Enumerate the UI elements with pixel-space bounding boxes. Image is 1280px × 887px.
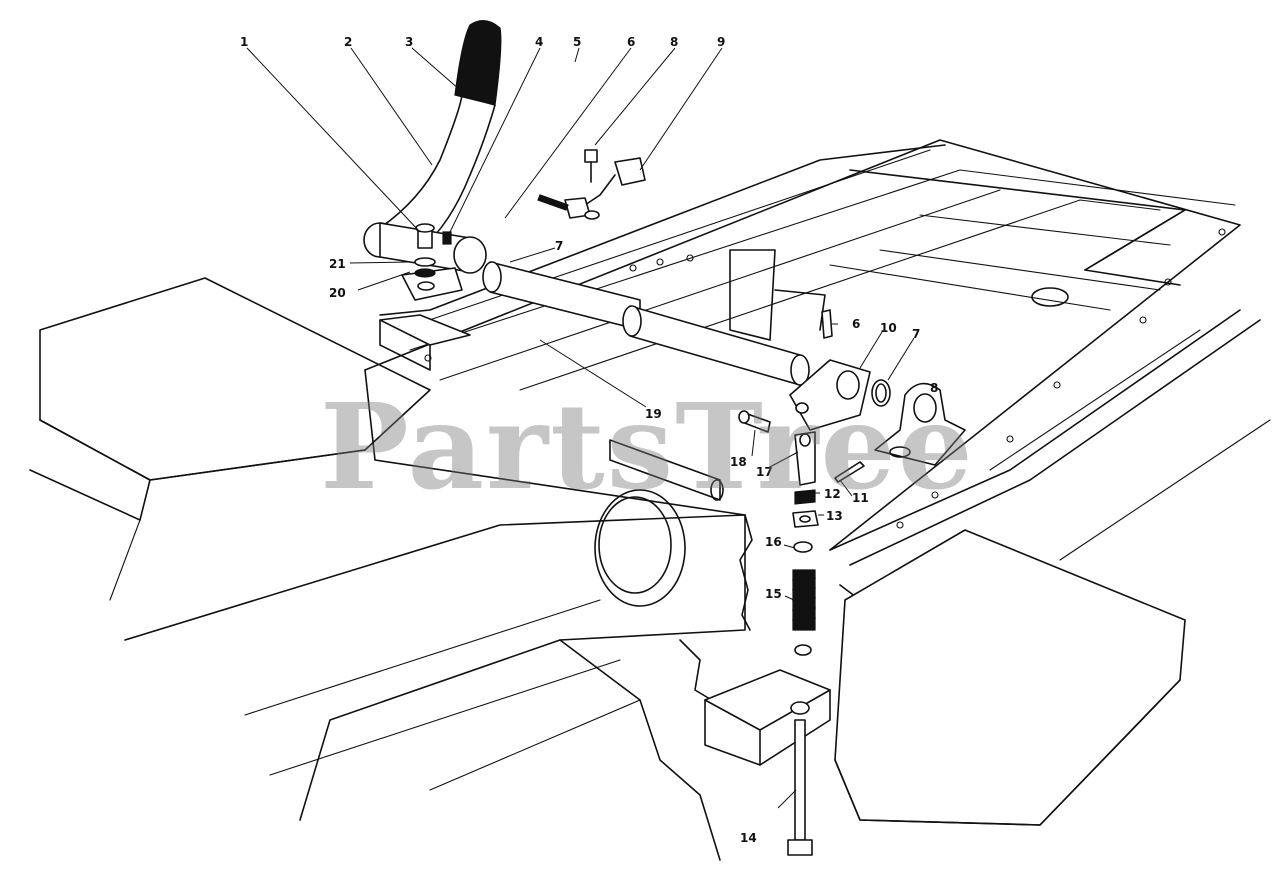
callout-11: 11: [852, 491, 869, 505]
callout-14: 14: [740, 831, 757, 845]
callout-17: 17: [756, 465, 773, 479]
callout-4: 4: [535, 35, 543, 49]
callout-21: 21: [329, 257, 346, 271]
frame-holes: [424, 228, 1226, 529]
callout-19: 19: [645, 407, 662, 421]
callout-10: 10: [880, 321, 897, 335]
callout-6a: 6: [627, 35, 635, 49]
leader-lines: [246, 47, 915, 809]
callout-20: 20: [329, 286, 346, 300]
callout-13: 13: [826, 509, 843, 523]
callout-1: 1: [240, 35, 248, 49]
callout-3: 3: [405, 35, 413, 49]
lever-grip: [454, 20, 502, 106]
callout-8a: 8: [670, 35, 678, 49]
callout-2: 2: [344, 35, 352, 49]
deck-frame: [29, 139, 1271, 861]
callout-18: 18: [730, 455, 747, 469]
callout-12: 12: [824, 487, 841, 501]
callout-5: 5: [573, 35, 581, 49]
lever-assembly: [363, 20, 502, 301]
callout-15: 15: [765, 587, 782, 601]
callout-9: 9: [717, 35, 725, 49]
pivot-assembly: [789, 309, 966, 466]
callout-8b: 8: [930, 381, 938, 395]
callout-16: 16: [765, 535, 782, 549]
cross-shaft: [482, 261, 810, 386]
watermark: PartsTree: [320, 377, 975, 516]
callout-labels: 1 2 3 4 5 6 8 9 21 20 7 6 10 7 8 19 18 1…: [240, 35, 938, 845]
callout-7b: 7: [912, 327, 920, 341]
switch-assembly: [537, 149, 646, 220]
callout-7a: 7: [555, 239, 563, 253]
linkage-stack: [738, 410, 865, 856]
callout-6b: 6: [852, 317, 860, 331]
